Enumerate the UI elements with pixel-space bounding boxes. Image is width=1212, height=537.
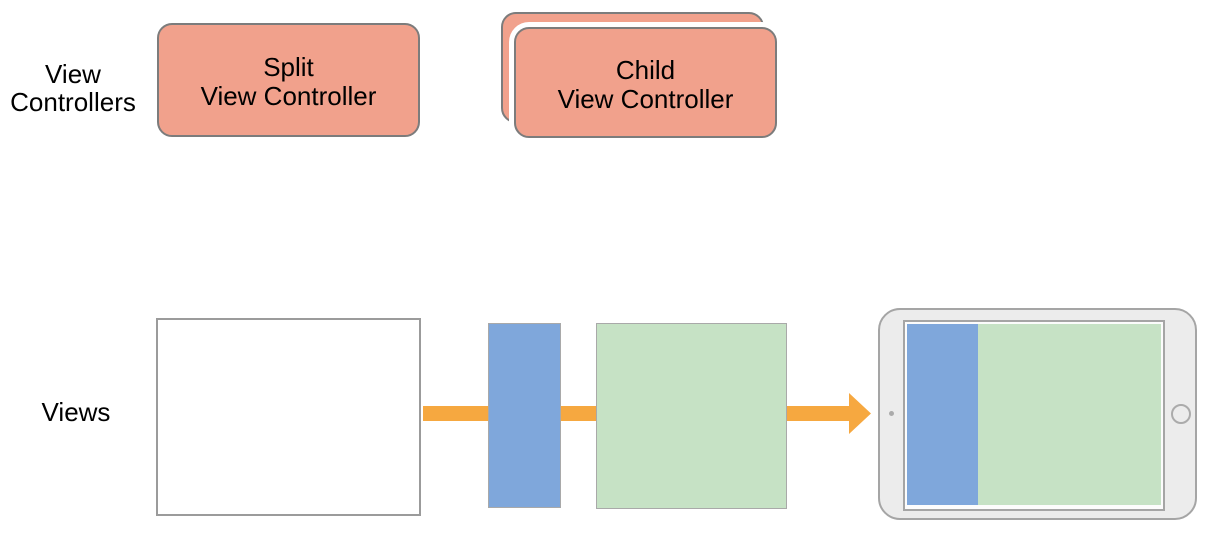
row-label-line: Controllers (10, 87, 136, 117)
child-view-controller-box: Child View Controller (514, 27, 777, 138)
ipad-device-frame (878, 308, 1197, 520)
child-view-controller-label-line1: Child (615, 54, 676, 85)
child-view-controller-label-line2: View Controller (557, 83, 734, 114)
home-button-icon (1171, 404, 1191, 424)
ipad-secondary-pane (978, 324, 1161, 505)
ipad-primary-pane (907, 324, 978, 505)
primary-view-box (488, 323, 561, 508)
row-label-views: Views (6, 398, 146, 426)
camera-dot-icon (889, 411, 894, 416)
ipad-screen (903, 320, 1165, 511)
ipad-screen-content (907, 324, 1161, 505)
secondary-view-box (596, 323, 787, 509)
window-view-box (156, 318, 421, 516)
split-view-controller-box: Split View Controller (157, 23, 420, 137)
row-label-line: Views (41, 397, 111, 427)
split-view-controller-label-line1: Split (263, 52, 314, 82)
row-label-view-controllers: View Controllers (3, 60, 143, 116)
split-view-controller-label-line2: View Controller (200, 81, 377, 111)
row-label-line: View (45, 59, 101, 89)
